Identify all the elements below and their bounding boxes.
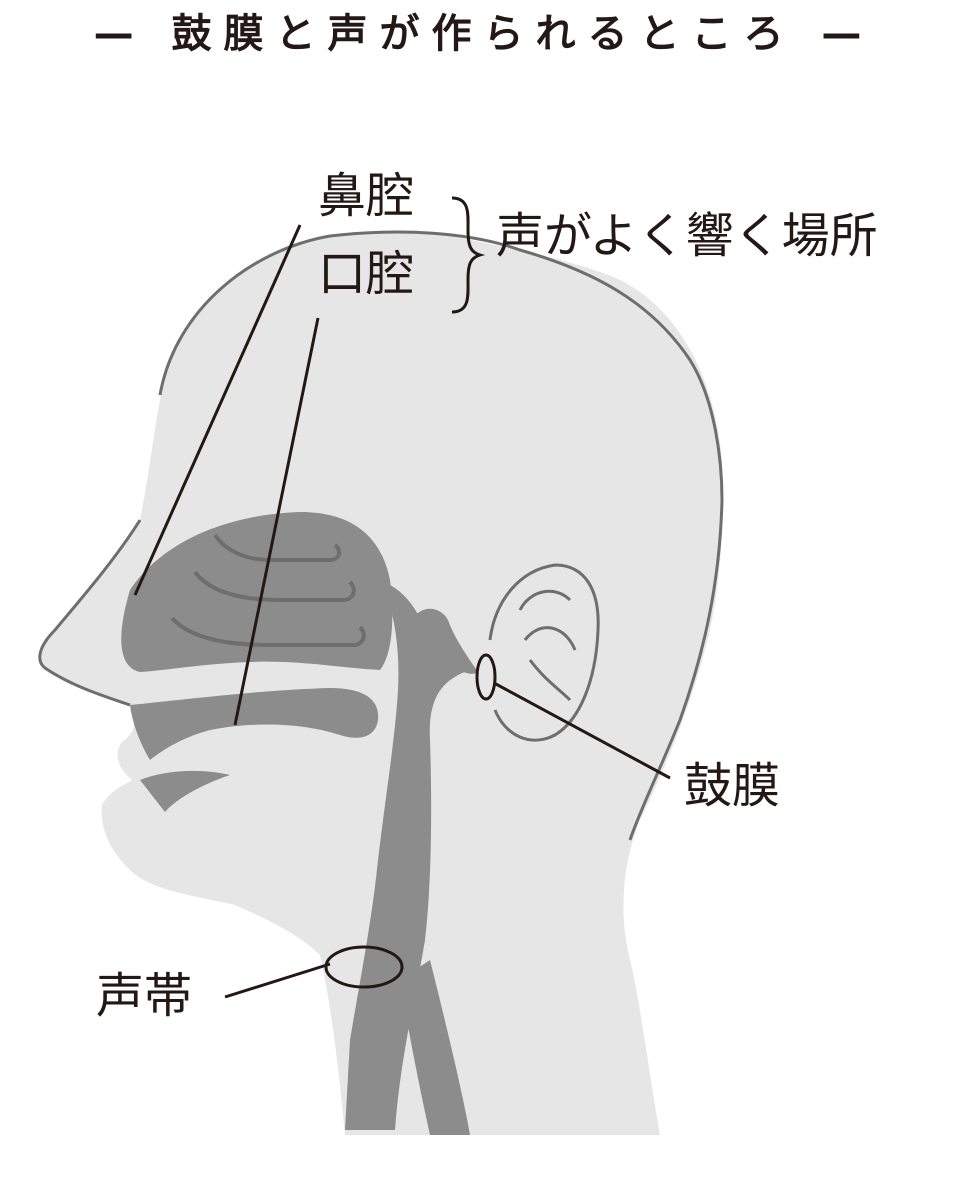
face-outline: [38, 519, 142, 707]
label-oral-cavity: 口腔: [318, 246, 415, 302]
label-vocal-cords: 声帯: [96, 968, 193, 1024]
head-outline: [158, 230, 724, 841]
title-bar: — 鼓膜と声が作られるところ —: [0, 0, 967, 60]
eardrum-leader: [493, 681, 671, 780]
page-title: — 鼓膜と声が作られるところ —: [93, 11, 874, 57]
ear-inner-fold: [518, 589, 577, 702]
vocal-cords-marker: [324, 945, 404, 989]
turbinate-lower: [170, 616, 366, 647]
label-nasal-cavity: 鼻腔: [318, 168, 415, 224]
nasal-cavity-leader: [133, 224, 302, 596]
oral-cavity-shape: [130, 688, 379, 760]
pharynx-shape: [345, 580, 470, 1130]
head-silhouette: [39, 232, 723, 1135]
label-eardrum: 鼓膜: [684, 758, 781, 814]
vocal-cords-leader: [224, 962, 331, 999]
turbinate-middle: [193, 570, 356, 602]
oral-cavity-leader: [233, 317, 320, 726]
eustachian-tube: [411, 608, 478, 674]
eardrum-marker: [475, 653, 497, 701]
brace: [451, 196, 486, 314]
tongue-shape: [148, 734, 376, 835]
label-resonance: 声がよく響く場所: [496, 208, 878, 264]
lower-jaw-cavity: [140, 770, 230, 812]
trachea: [400, 960, 470, 1135]
